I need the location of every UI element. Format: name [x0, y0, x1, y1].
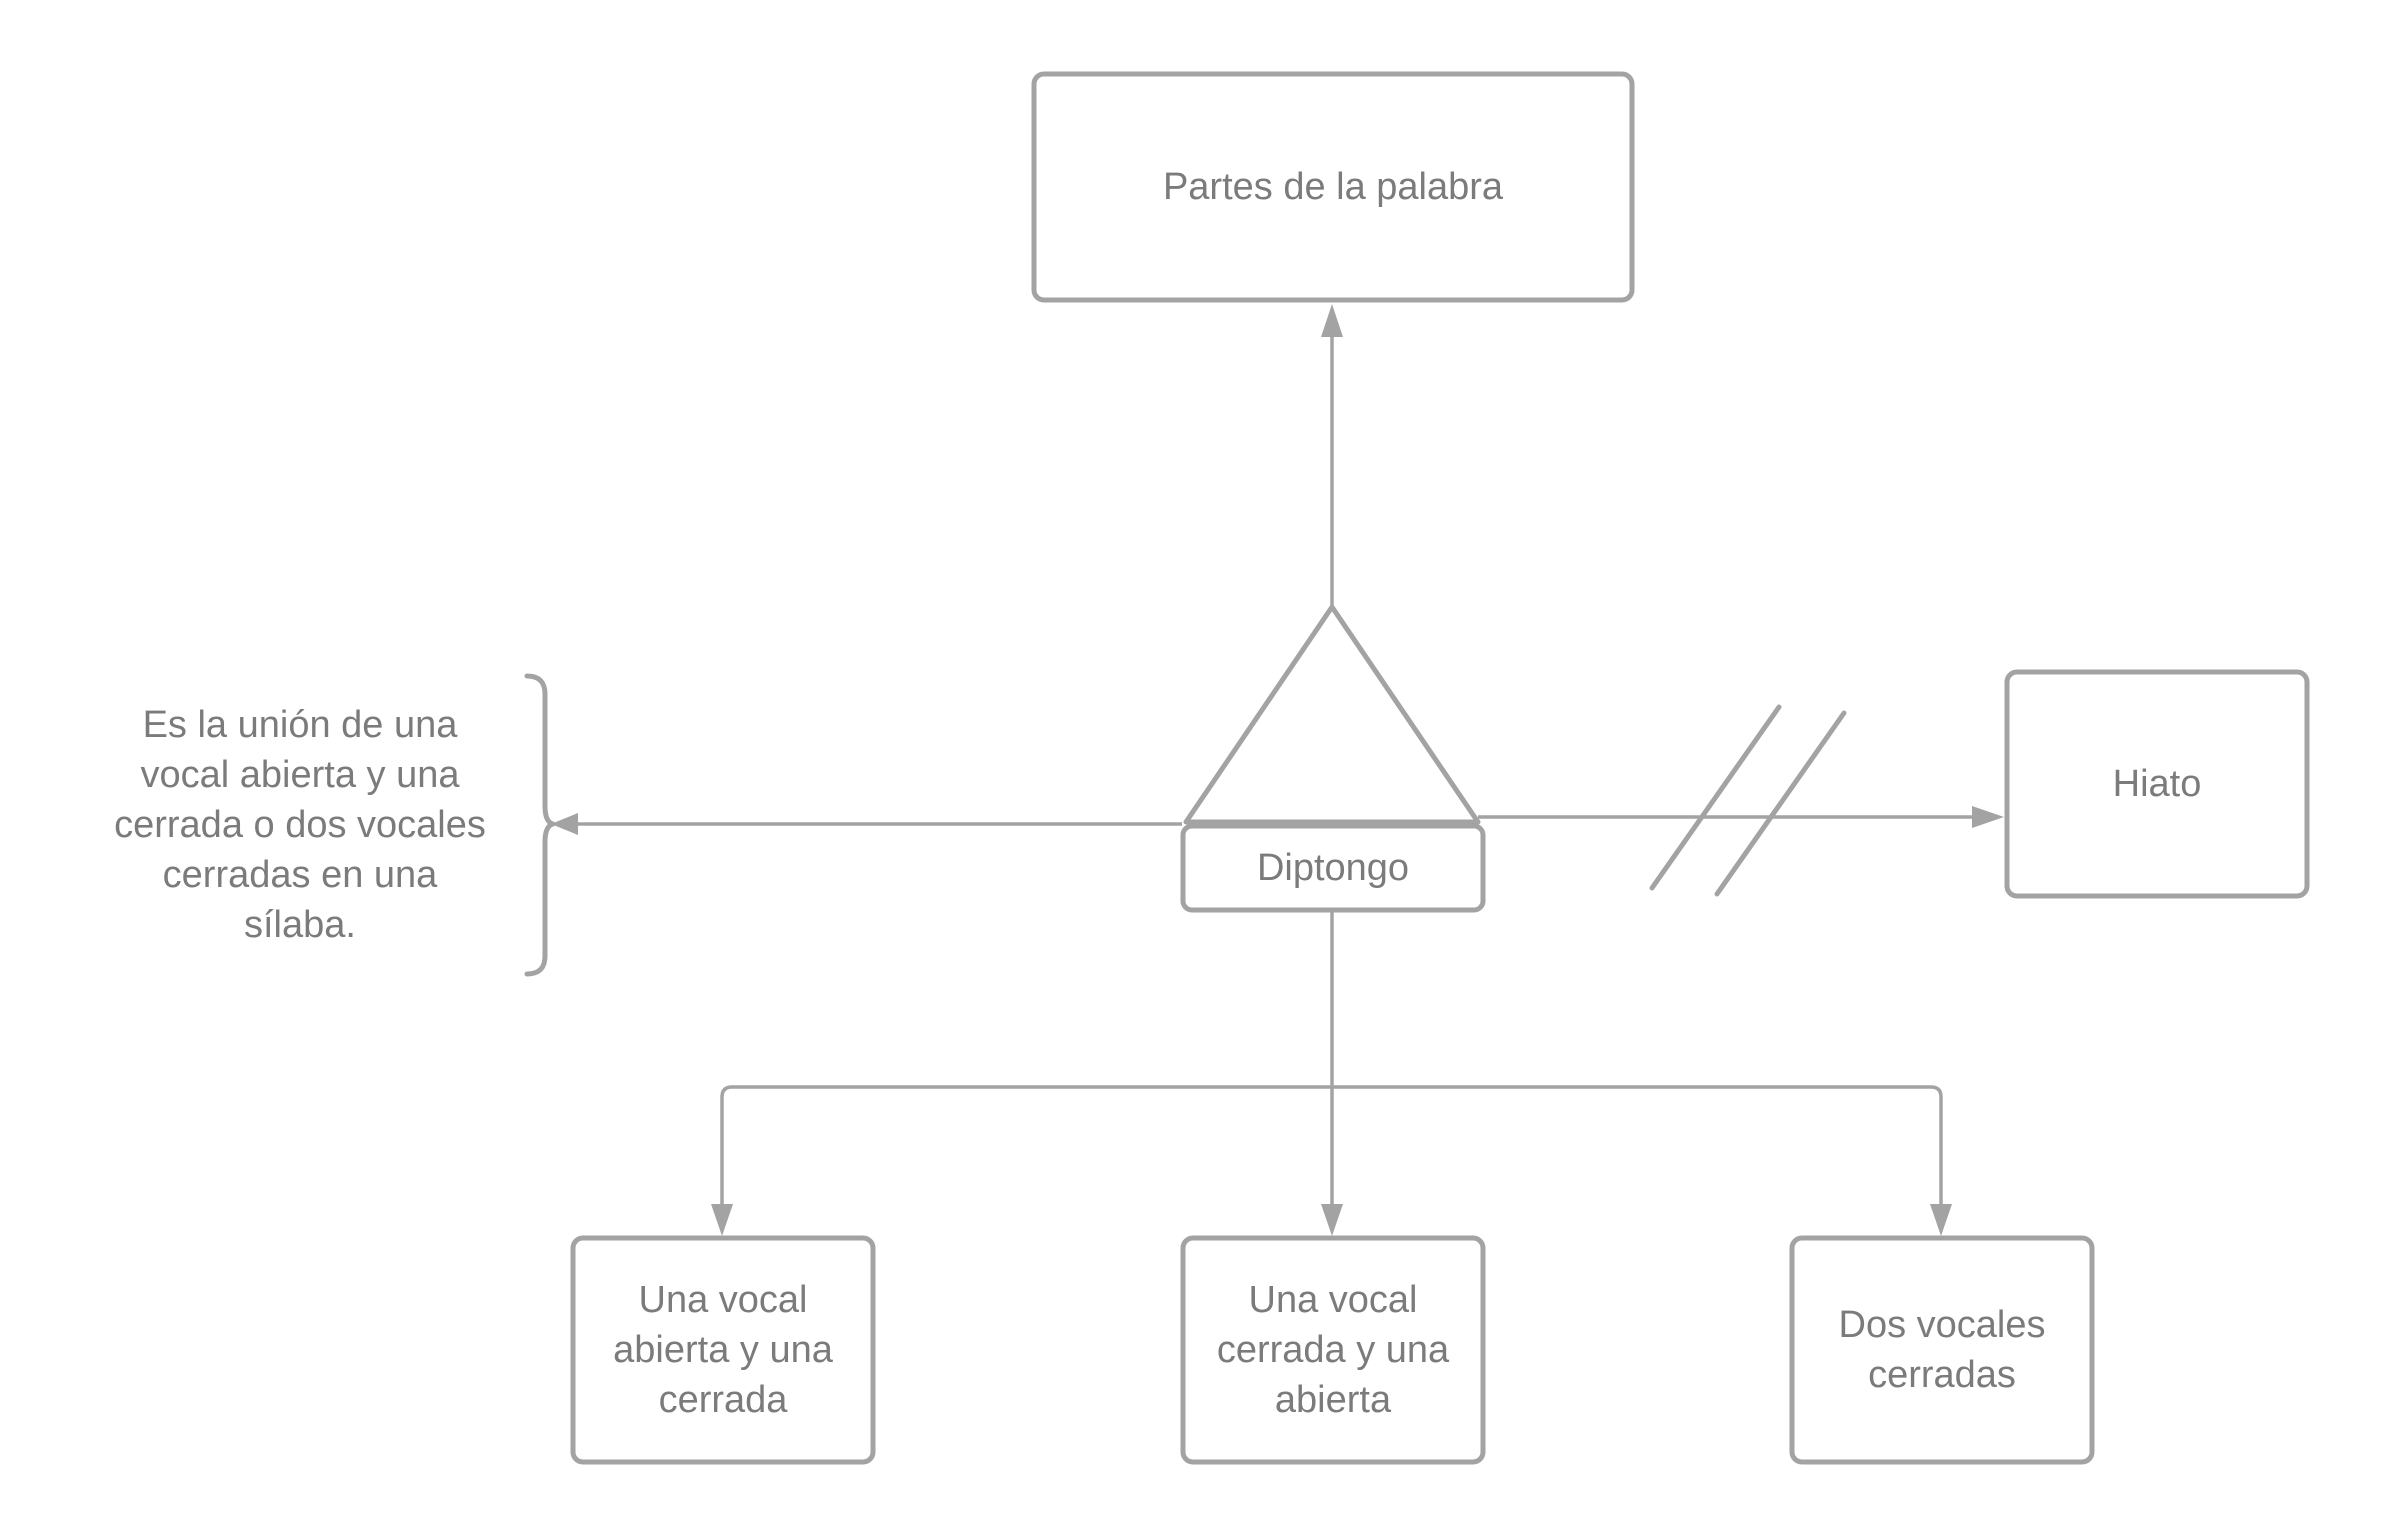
node-partes-de-la-palabra[interactable]: [1031, 71, 1635, 303]
label-partes-de-la-palabra: Partes de la palabra: [1162, 166, 1504, 208]
arrowhead-right-icon: [1972, 806, 2004, 828]
negation-slash-1-icon: [1649, 704, 1782, 891]
node-hiato[interactable]: [2004, 669, 2310, 899]
diptongo-triangle-shape[interactable]: [1183, 604, 1481, 825]
label-hiato: Hiato: [2112, 763, 2202, 805]
node-child-3[interactable]: [1789, 1235, 2095, 1465]
negation-slash-2-icon: [1714, 710, 1847, 897]
label-diptongo: Diptongo: [1256, 847, 1410, 889]
node-child-1[interactable]: [570, 1235, 876, 1465]
arrowhead-down-2-icon: [1321, 1204, 1343, 1236]
arrowhead-down-1-icon: [711, 1204, 733, 1236]
arrowhead-left-icon: [551, 813, 578, 835]
connector-bus: [720, 1085, 1943, 1208]
definition-brace: [524, 673, 556, 977]
label-child-2: Una vocal cerrada y una abierta: [1216, 1279, 1450, 1421]
arrowhead-down-3-icon: [1930, 1204, 1952, 1236]
arrowhead-up-icon: [1321, 304, 1343, 337]
node-child-2[interactable]: [1180, 1235, 1486, 1465]
label-child-1: Una vocal abierta y una cerrada: [613, 1279, 833, 1421]
definition-text: Es la unión de una vocal abierta y una c…: [114, 704, 486, 946]
label-child-3: Dos vocales cerradas: [1838, 1304, 2046, 1396]
